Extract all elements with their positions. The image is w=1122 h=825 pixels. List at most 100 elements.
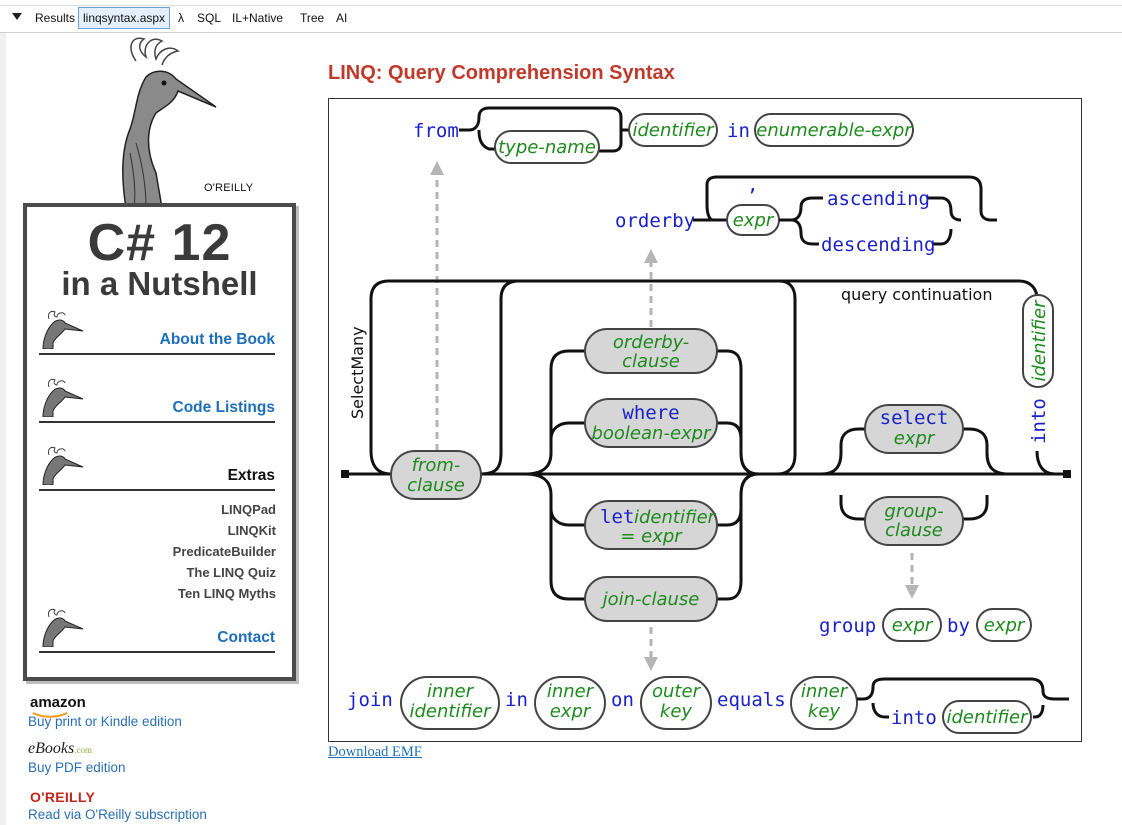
nav-extras-heading: Extras	[227, 467, 275, 484]
type-name-bypass-rail	[459, 106, 623, 153]
into-keyword: into	[1028, 398, 1050, 444]
from-keyword: from	[413, 120, 459, 142]
extras-linqkit[interactable]: LINQKit	[227, 523, 276, 538]
let-out	[717, 508, 743, 527]
ebooks-logo: eBooks.com	[28, 740, 92, 758]
join-into-keyword: into	[891, 707, 937, 729]
heron-icon	[42, 378, 84, 417]
heron-icon	[42, 310, 84, 349]
from-clause-label-1: from-	[412, 455, 461, 476]
tab-tree[interactable]: Tree	[300, 11, 325, 25]
ebooks-logo-suffix: .com	[74, 745, 92, 755]
nav-extras: Extras	[39, 443, 275, 491]
oreilly-logo: O'REILLY	[30, 789, 96, 805]
tab-results[interactable]: Results	[35, 11, 76, 25]
extras-linqpad[interactable]: LINQPad	[221, 502, 276, 517]
amazon-logo: amazon	[30, 694, 86, 711]
let-identifier-label: identifier	[634, 507, 717, 528]
let-node	[584, 500, 718, 550]
join-into-identifier-node	[942, 700, 1032, 734]
collapse-toggle-icon[interactable]	[12, 13, 22, 20]
amazon-buy-link[interactable]: Buy print or Kindle edition	[28, 714, 182, 729]
descending-rail	[790, 218, 819, 246]
download-emf-link[interactable]: Download EMF	[328, 744, 422, 760]
ascending-rail	[779, 196, 823, 222]
book-subtitle: in a Nutshell	[61, 265, 258, 302]
main-end-terminal	[1063, 470, 1071, 478]
from-identifier-node	[628, 113, 718, 147]
top-strip	[0, 0, 1122, 6]
by-keyword: by	[947, 615, 970, 637]
equals-keyword: equals	[717, 689, 786, 711]
on-keyword: on	[611, 689, 634, 711]
nav-about-link[interactable]: About the Book	[159, 331, 275, 348]
in-keyword: in	[727, 120, 750, 142]
tab-bar: Results linqsyntax.aspx λ SQL IL+Native …	[0, 0, 1122, 33]
page-title: LINQ: Query Comprehension Syntax	[328, 62, 675, 84]
inner-identifier-label-1: inner	[427, 681, 475, 702]
join-clause-arrowhead	[644, 657, 658, 671]
group-expr-node	[882, 608, 942, 642]
publisher-mark: O'REILLY	[204, 182, 254, 194]
extras-predicatebuilder[interactable]: PredicateBuilder	[172, 544, 276, 559]
continuation-loop	[369, 279, 1039, 476]
inner-identifier-label-2: identifier	[409, 701, 492, 722]
orderby-clause-arrowhead	[644, 249, 658, 263]
inner-key-label-2: key	[808, 701, 840, 722]
where-node	[584, 398, 718, 448]
group-clause-node	[864, 496, 964, 546]
type-name-node	[494, 130, 600, 164]
orderby-comma: ,	[747, 174, 758, 196]
book-title: C# 12	[87, 214, 232, 272]
descending-out-rail	[933, 228, 953, 246]
group-expr-label: expr	[892, 615, 934, 636]
from-identifier-label: identifier	[632, 120, 715, 141]
ebooks-buy-link[interactable]: Buy PDF edition	[28, 760, 126, 775]
nav-code-listings-link[interactable]: Code Listings	[172, 399, 275, 416]
by-expr-node	[976, 608, 1032, 642]
orderby-keyword: orderby	[615, 210, 695, 232]
inner-expr-label-1: inner	[547, 681, 595, 702]
join-into-rail	[871, 702, 889, 719]
group-clause-arrowhead	[905, 585, 919, 599]
ascending-keyword: ascending	[827, 188, 930, 210]
nav-about: About the Book	[39, 307, 275, 355]
syntax-diagram: from type-name identifier in enumerable-…	[328, 98, 1082, 742]
inner-expr-node	[534, 676, 606, 730]
orderby-clause-label-2: clause	[622, 351, 680, 372]
inner-key-label-1: inner	[801, 681, 849, 702]
group-branch	[839, 495, 865, 521]
heron-icon	[42, 446, 84, 485]
extras-linq-myths[interactable]: Ten LINQ Myths	[178, 586, 276, 601]
sidebar: O'REILLY C# 12 in a Nutshell About the B…	[6, 33, 306, 825]
select-node	[864, 404, 964, 454]
join-keyword: join	[347, 689, 393, 711]
select-expr-label: expr	[894, 428, 936, 449]
selectmany-label: SelectMany	[348, 326, 367, 419]
tab-sql[interactable]: SQL	[197, 11, 222, 25]
nav-contact-link[interactable]: Contact	[217, 629, 275, 646]
main-start-terminal	[341, 470, 349, 478]
join-clause-out	[717, 472, 760, 601]
extras-linq-quiz[interactable]: The LINQ Quiz	[186, 565, 276, 580]
select-out	[963, 427, 1010, 476]
boolean-expr-label: boolean-expr	[591, 423, 712, 444]
join-clause-branch	[524, 472, 585, 601]
oreilly-read-link[interactable]: Read via O'Reilly subscription	[28, 807, 207, 822]
syntax-diagram-svg: from type-name identifier in enumerable-…	[341, 106, 1071, 734]
tab-ai[interactable]: AI	[336, 11, 348, 25]
tab-il-native[interactable]: IL+Native	[232, 11, 284, 25]
enumerable-expr-node	[754, 113, 914, 147]
orderby-clause-out	[717, 349, 760, 476]
into-identifier-node	[1022, 294, 1054, 388]
from-clause-label-2: clause	[407, 475, 465, 496]
tab-lambda[interactable]: λ	[178, 11, 184, 25]
select-keyword: select	[880, 407, 949, 429]
orderby-clause-branch	[524, 349, 585, 476]
orderby-clause-node	[584, 328, 718, 374]
extras-list: LINQPad LINQKit PredicateBuilder The LIN…	[173, 499, 276, 604]
where-keyword: where	[622, 402, 679, 424]
tab-linqsyntax[interactable]: linqsyntax.aspx	[78, 7, 171, 29]
group-keyword: group	[819, 615, 876, 637]
from-clause-node	[390, 450, 482, 500]
